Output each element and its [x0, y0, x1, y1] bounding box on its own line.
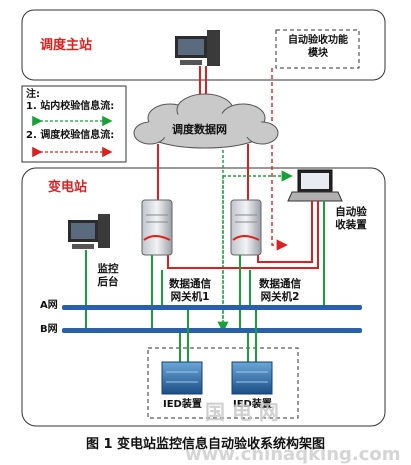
- verify-module-line2: 模块: [308, 47, 328, 59]
- bus-b-label: B网: [40, 324, 58, 335]
- dispatch-verify-flow: [271, 68, 288, 251]
- master-computer-icon: [175, 30, 220, 66]
- checker-line1: 自动验: [335, 206, 367, 218]
- checker-laptop-icon: [287, 169, 343, 202]
- substation-title: 变电站: [48, 180, 88, 195]
- ied-group-box: [147, 347, 299, 419]
- ied2-device-icon: [231, 361, 273, 395]
- monitor-label: 监控 后台: [88, 263, 128, 289]
- ied2-label: IED装置: [233, 399, 272, 410]
- checker-label: 自动验 收装置: [326, 206, 376, 232]
- legend-heading: 注:: [26, 89, 40, 100]
- gateway2-line2: 网关机2: [260, 291, 300, 304]
- substation-frame: [21, 167, 386, 427]
- verify-module-label: 自动验收功能 模块: [280, 35, 356, 60]
- bus-a: [62, 305, 362, 310]
- gateway2-server-icon: [230, 199, 262, 256]
- ied1-device-icon: [161, 361, 203, 395]
- monitor-workstation-icon: [68, 214, 110, 249]
- verify-module-box: [275, 29, 360, 69]
- gateway2-label: 数据通信 网关机2: [250, 278, 310, 304]
- legend-item-2: 2. 调度校验信息流:: [26, 130, 115, 141]
- bus-a-label: A网: [40, 300, 58, 311]
- figure-caption: 图 1 变电站监控信息自动验收系统构架图: [85, 437, 326, 452]
- gateway1-server-icon: [141, 199, 173, 256]
- master-station-frame: [21, 9, 386, 81]
- verify-module-line1: 自动验收功能: [288, 35, 348, 46]
- network-label: 调度数据网: [172, 123, 227, 136]
- checker-gw2-link: [257, 201, 313, 263]
- monitor-line1: 监控: [97, 263, 119, 275]
- gateway2-line1: 数据通信: [259, 278, 301, 290]
- gateway1-line1: 数据通信: [169, 278, 211, 290]
- checker-line2: 收装置: [335, 219, 367, 232]
- master-station-title: 调度主站: [40, 38, 93, 53]
- legend-item-1: 1. 站内校验信息流:: [26, 101, 115, 112]
- gateway1-line2: 网关机1: [170, 291, 210, 304]
- bus-b: [62, 328, 362, 333]
- gateway1-label: 数据通信 网关机1: [160, 278, 220, 304]
- watermark-cn: 国 电 网: [205, 400, 279, 424]
- monitor-line2: 后台: [97, 276, 119, 289]
- network-cloud-icon: [133, 93, 279, 149]
- ied1-label: IED装置: [163, 399, 202, 410]
- checker-gw1-link: [167, 201, 319, 269]
- watermark-url: www.chinaqking.com: [185, 444, 401, 465]
